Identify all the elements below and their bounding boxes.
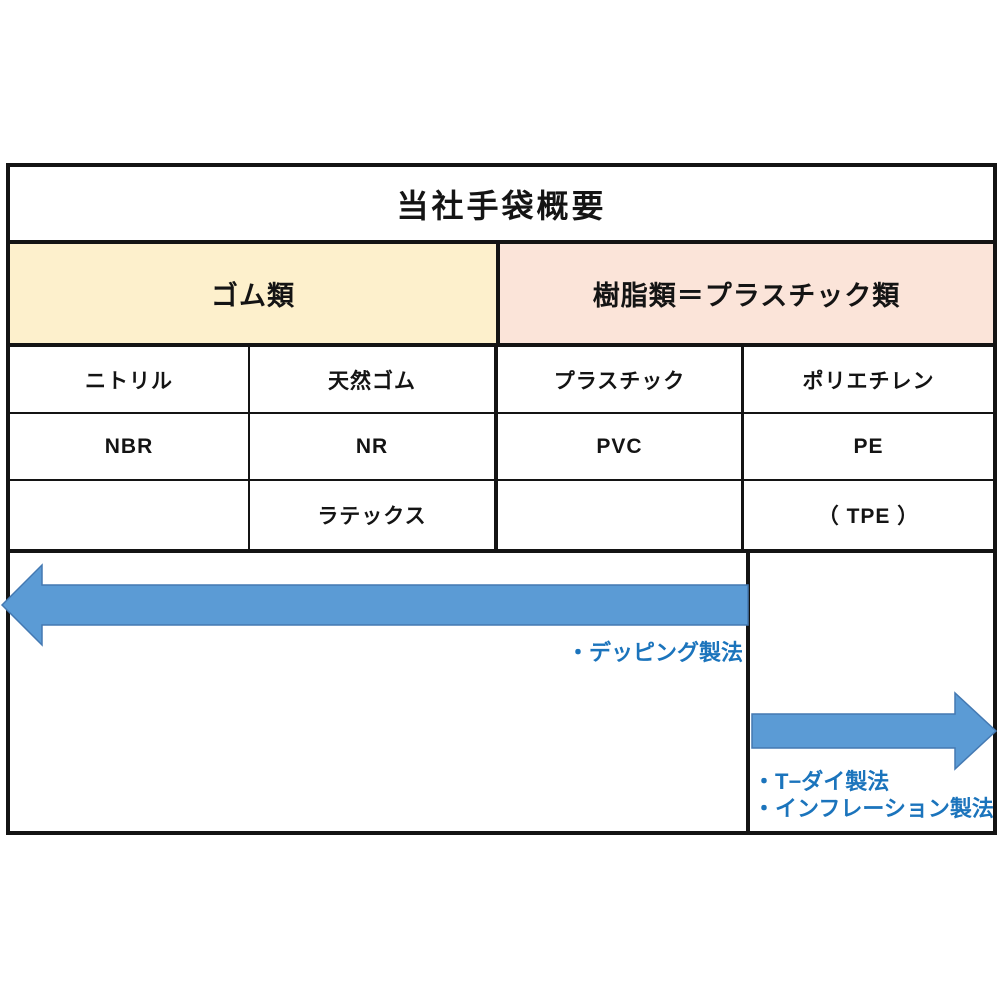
t-die-method-label: ・T−ダイ製法	[753, 769, 890, 794]
material-cell: NR	[250, 414, 498, 479]
material-cell: ポリエチレン	[802, 369, 935, 393]
page-title: 当社手袋概要	[396, 187, 607, 224]
overview-table: 当社手袋概要 ゴム類 樹脂類＝プラスチック類 ニトリル 天然ゴム プラスチック …	[6, 163, 997, 835]
material-cell: PE	[853, 434, 884, 458]
material-cell: ニトリル	[10, 347, 250, 412]
methods-row: ・デッピング製法 ・T−ダイ製法 ・インフレーション製法	[10, 553, 994, 831]
category-cell-plastic: 樹脂類＝プラスチック類	[500, 244, 993, 343]
dipping-method-label: ・デッピング製法	[566, 640, 743, 665]
category-plastic-label: 樹脂類＝プラスチック類	[592, 281, 901, 311]
material-cell	[498, 481, 744, 549]
category-rubber-label: ゴム類	[211, 281, 295, 311]
material-cell: 天然ゴム	[250, 347, 498, 412]
material-cell: ラテックス	[250, 481, 498, 549]
inflation-method-label: ・インフレーション製法	[753, 796, 994, 821]
material-cell: プラスチック	[498, 347, 744, 412]
material-cell: （ TPE ）	[817, 505, 920, 528]
category-cell-rubber: ゴム類	[10, 244, 500, 343]
rubber-methods-cell: ・デッピング製法	[10, 553, 750, 831]
material-code-row: NBR NR PVC PE	[10, 414, 993, 481]
material-extra-row: ラテックス （ TPE ）	[10, 481, 993, 553]
material-cell: PVC	[498, 414, 744, 479]
material-cell: NBR	[10, 414, 250, 479]
plastic-methods-cell: ・T−ダイ製法 ・インフレーション製法	[750, 553, 994, 831]
material-cell	[10, 481, 250, 549]
material-name-row: ニトリル 天然ゴム プラスチック ポリエチレン	[10, 347, 993, 414]
category-header-row: ゴム類 樹脂類＝プラスチック類	[10, 244, 993, 347]
table-title-row: 当社手袋概要	[10, 167, 993, 244]
